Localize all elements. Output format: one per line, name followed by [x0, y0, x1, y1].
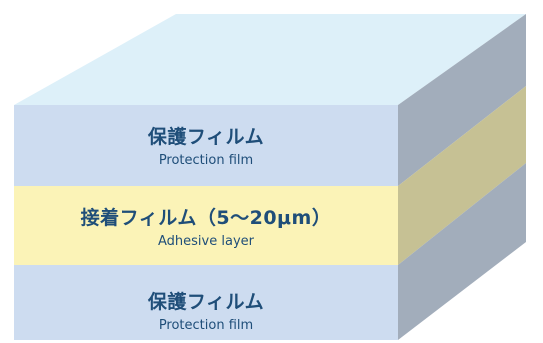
layer-name-ja: 接着フィルム（5～20μm） [80, 207, 332, 229]
protection-film-top-side [398, 14, 526, 186]
protection-film-top-front [14, 105, 398, 186]
layer-label-protection-top: 保護フィルム Protection film [14, 125, 398, 170]
layer-name-en: Adhesive layer [158, 234, 254, 249]
adhesive-layer-side [398, 86, 526, 265]
block-top-face [14, 14, 526, 105]
layer-label-protection-bottom: 保護フィルム Protection film [14, 290, 398, 335]
layer-label-adhesive: 接着フィルム（5～20μm） Adhesive layer [14, 206, 398, 251]
protection-film-bottom-front [14, 265, 398, 340]
layer-name-ja: 保護フィルム [147, 126, 265, 148]
layer-name-ja: 保護フィルム [147, 291, 265, 313]
protection-film-bottom-side [398, 163, 526, 340]
layer-name-en: Protection film [158, 153, 254, 168]
adhesive-layer-front [14, 186, 398, 265]
layer-name-en: Protection film [158, 318, 254, 333]
